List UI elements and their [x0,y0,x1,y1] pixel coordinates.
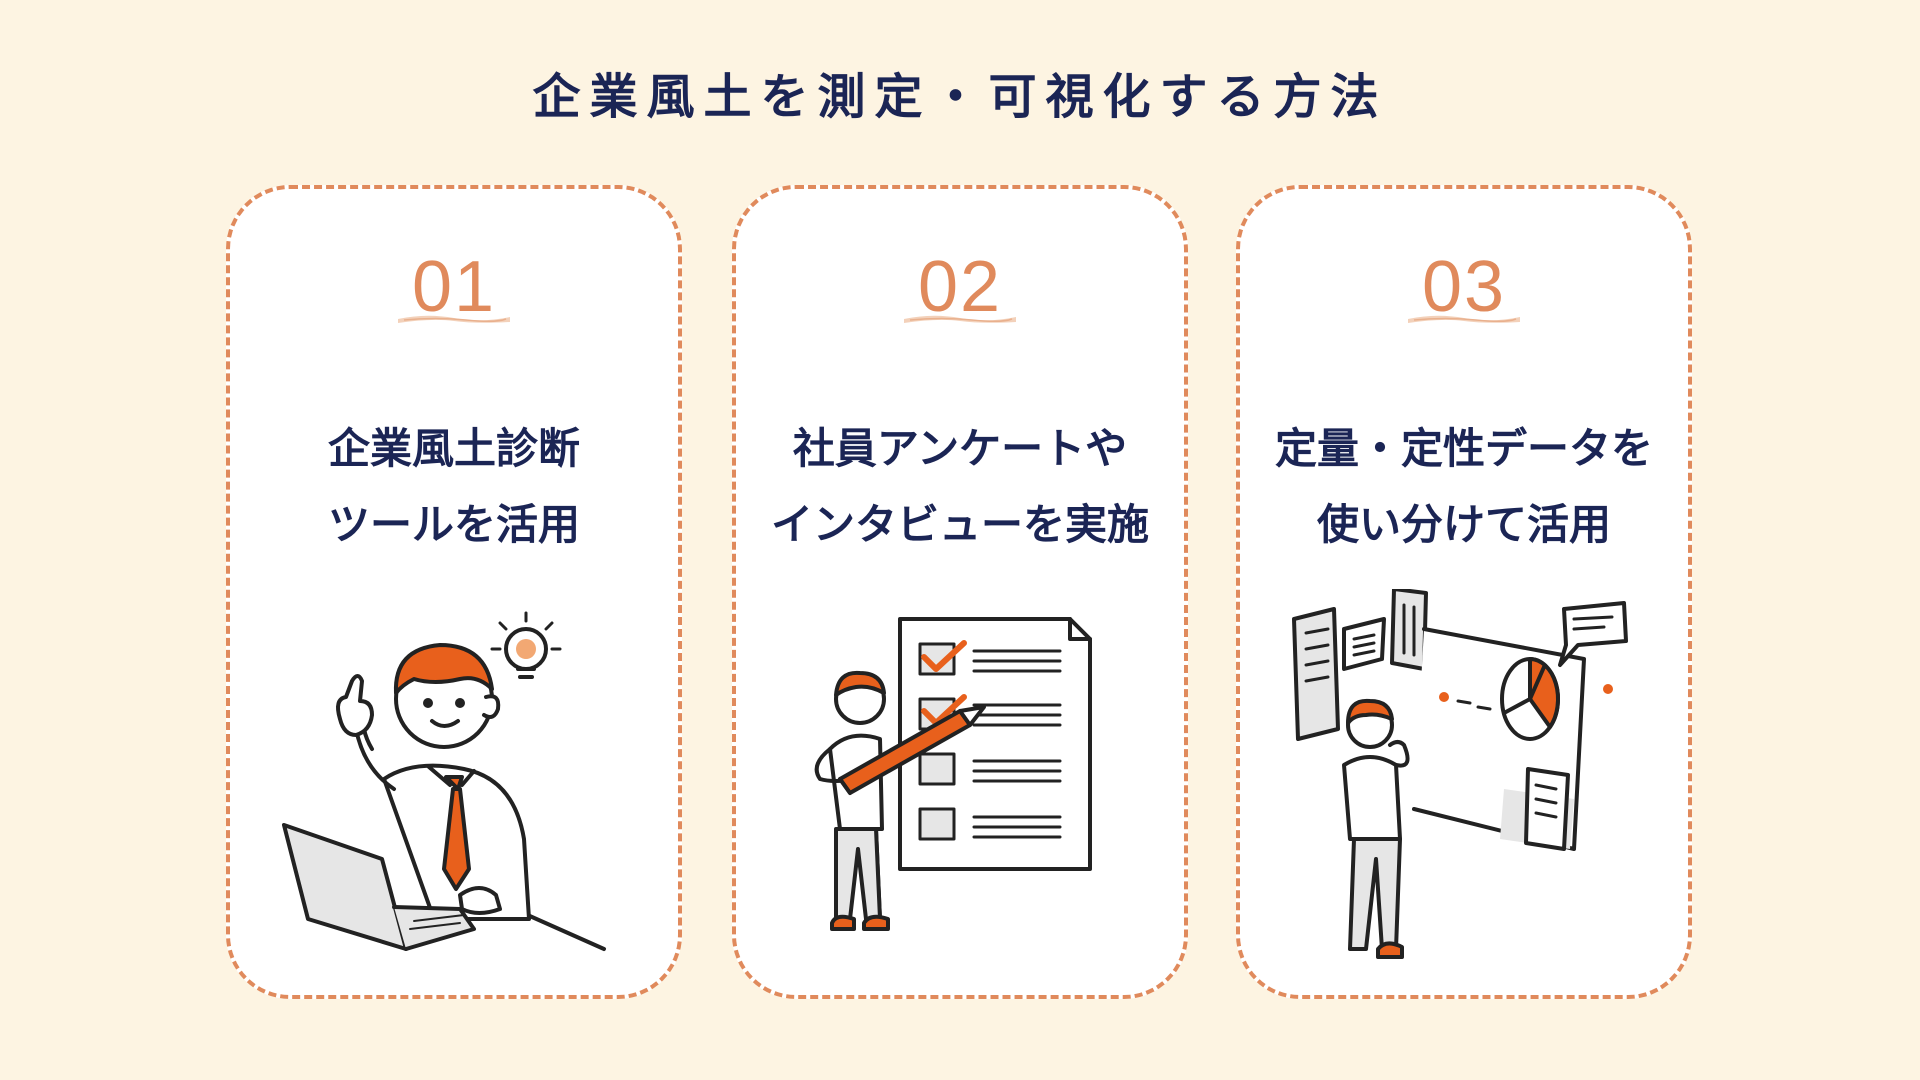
card-heading: 社員アンケートや インタビューを実施 [736,411,1184,563]
card-heading-line-2: インタビューを実施 [770,500,1149,549]
method-card-3: 03 定量・定性データを 使い分けて活用 [1236,185,1692,999]
person-laptop-idea-illustration [282,611,606,951]
card-number-area: 01 [230,245,678,335]
card-number: 03 [1421,247,1507,327]
person-data-analysis-illustration [1292,589,1628,959]
card-heading-line-1: 社員アンケートや [792,424,1128,473]
brush-underline-decoration [1408,315,1520,323]
brush-underline-decoration [398,315,510,323]
card-number: 02 [917,247,1003,327]
page-title: 企業風土を測定・可視化する方法 [532,69,1388,125]
card-number: 01 [411,247,497,327]
card-heading-line-1: 企業風土診断 [327,424,580,473]
method-card-2: 02 社員アンケートや インタビューを実施 [732,185,1188,999]
method-card-1: 01 企業風土診断 ツールを活用 [226,185,682,999]
card-number-area: 02 [736,245,1184,335]
card-heading-line-2: ツールを活用 [327,500,580,549]
card-heading-line-1: 定量・定性データを [1274,424,1653,473]
card-heading: 定量・定性データを 使い分けて活用 [1240,411,1688,563]
card-number-area: 03 [1240,245,1688,335]
brush-underline-decoration [904,315,1016,323]
person-checklist-pencil-illustration [814,617,1092,931]
card-heading: 企業風土診断 ツールを活用 [230,411,678,563]
card-heading-line-2: 使い分けて活用 [1316,500,1611,549]
